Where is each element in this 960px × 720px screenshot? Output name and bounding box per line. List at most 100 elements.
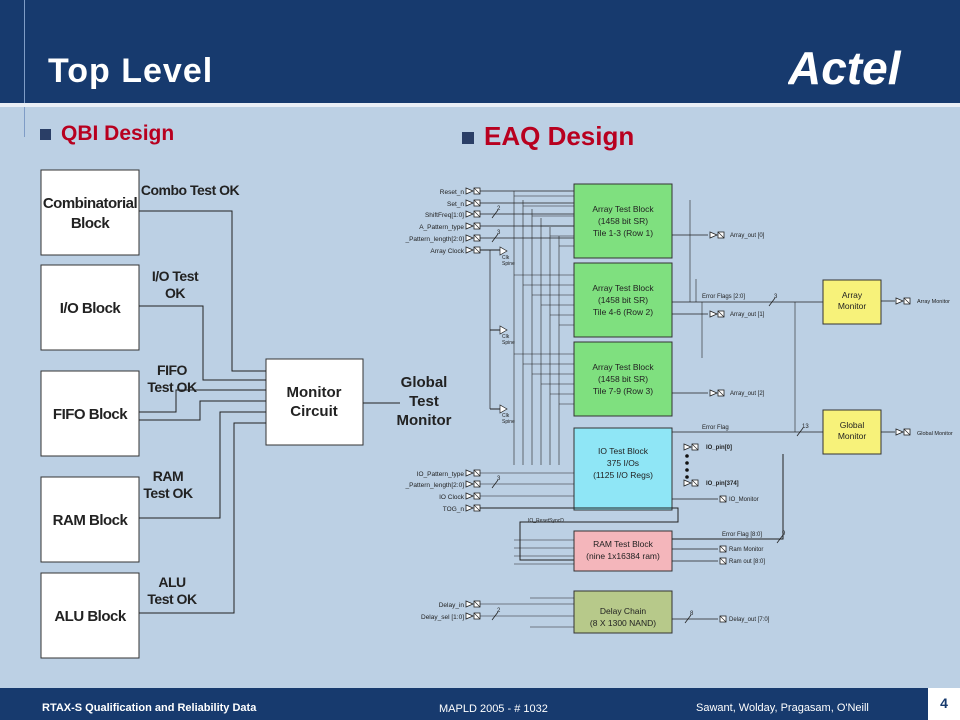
input-buffer (465, 600, 475, 608)
bus-width: 3 (774, 294, 778, 300)
ellipsis-dot (685, 468, 689, 472)
clk-spine-label: Clk (502, 334, 510, 340)
global-test-monitor-label: Test (409, 393, 439, 410)
array-test-block-label: Tile 7-9 (Row 3) (593, 386, 653, 396)
global-test-monitor-label: Monitor (397, 412, 452, 429)
output-buffer (895, 428, 905, 436)
input-buffer (465, 492, 475, 500)
qbi-signal-label: Test OK (143, 485, 193, 501)
delay-chain-label: (8 X 1300 NAND) (590, 618, 656, 628)
delay-out-label: Delay_out [7:0] (729, 617, 770, 623)
logo-text: Actel (788, 42, 902, 92)
io-reset-wire (480, 507, 679, 561)
bus-slash (491, 611, 499, 621)
output-buffer (683, 479, 693, 487)
bus-slash (491, 209, 499, 219)
clk-spine-buffer (499, 404, 508, 414)
ram-test-block (573, 530, 673, 572)
square-bullet-icon (462, 132, 474, 145)
global-monitor-label: Monitor (838, 431, 867, 441)
array-out-label: Array_out [2] (730, 391, 765, 397)
pad-mark (691, 479, 699, 487)
pad-mark (717, 231, 725, 239)
input-buffer (465, 210, 475, 218)
pad-mark (473, 469, 481, 477)
input-label: IO Clock (439, 494, 465, 501)
bus-width: 2 (497, 608, 501, 614)
wire-fifo-a (139, 389, 266, 413)
pad-mark (473, 199, 481, 207)
global-test-monitor-label: Global (401, 374, 448, 391)
left-divider (24, 107, 25, 137)
input-buffer (465, 469, 475, 477)
qbi-signal-label: FIFO (157, 362, 187, 378)
pad-mark (717, 310, 725, 318)
header-bar (0, 0, 960, 103)
input-buffer (465, 480, 475, 488)
input-label: _Pattern_length[2:0] (404, 482, 464, 489)
io-test-block-label: 375 I/Os (607, 458, 639, 468)
input-label: Set_n (447, 201, 464, 208)
pad-mark (719, 495, 727, 503)
array-out-label: Array_out [1] (730, 312, 765, 318)
input-label: Delay_in (439, 602, 465, 609)
monitor-circuit-block (265, 358, 364, 446)
wire-alu (139, 422, 266, 614)
input-buffer (465, 222, 475, 230)
input-buffer (465, 612, 475, 620)
bus-width: 9 (782, 531, 786, 537)
page-number: 4 (928, 688, 960, 720)
output-buffer (895, 297, 905, 305)
pad-mark (473, 492, 481, 500)
array-test-block (573, 183, 673, 259)
footer-right: Sawant, Wolday, Pragasam, O'Neill (696, 702, 869, 714)
bus-width: 13 (802, 424, 809, 430)
monitor-circuit-label: Circuit (290, 403, 338, 420)
array-monitor-out-label: Array Monitor (917, 299, 950, 305)
pad-mark (719, 615, 727, 623)
error-flag-ram-label: Error Flag [8:0] (722, 532, 762, 538)
ellipsis-dot (685, 475, 689, 479)
clk-spine-buffer (499, 246, 508, 256)
section-qbi-label: QBI Design (61, 122, 175, 145)
pad-mark (719, 557, 727, 565)
array-monitor-label: Array (842, 290, 863, 300)
ram-monitor-label: Ram Monitor (729, 547, 763, 553)
output-buffer (709, 310, 719, 318)
qbi-signal-label: Test OK (147, 379, 197, 395)
array-test-block-label: (1458 bit SR) (598, 374, 648, 384)
global-monitor-out-label: Global Monitor (917, 431, 953, 437)
pad-mark (473, 187, 481, 195)
pad-mark (473, 480, 481, 488)
input-label: A_Pattern_type (419, 224, 464, 231)
output-buffer (709, 389, 719, 397)
qbi-signal-label: RAM (153, 468, 183, 484)
clk-spine-label: Clk (502, 255, 510, 261)
section-eaq-label: EAQ Design (484, 121, 635, 151)
bus-slash (776, 534, 784, 544)
clk-spine-label: Spine (502, 419, 515, 425)
error-flags-label: Error Flags [2:0] (702, 294, 745, 300)
output-buffer (683, 443, 693, 451)
page-title: Top Level (48, 52, 214, 90)
wire-io (139, 305, 266, 381)
pad-mark (473, 504, 481, 512)
io-pin-label: IO_pin[374] (706, 481, 739, 487)
pad-mark (473, 222, 481, 230)
io-resetsync-label: IO_ResetSyncD (528, 518, 564, 524)
qbi-block-label: I/O Block (60, 300, 122, 317)
pad-mark (903, 428, 911, 436)
pad-mark (473, 600, 481, 608)
ellipsis-dot (685, 461, 689, 465)
io-pin-label: IO_pin[0] (706, 445, 732, 451)
array-monitor-block (822, 279, 882, 325)
array-test-block-label: Array Test Block (592, 204, 654, 214)
array-monitor-label: Monitor (838, 301, 867, 311)
bus-slash (491, 479, 499, 489)
qbi-block-label: FIFO Block (53, 406, 128, 423)
input-buffer (465, 246, 475, 254)
pad-mark (473, 210, 481, 218)
bus-slash (684, 614, 692, 624)
array-test-block-label: Tile 4-6 (Row 2) (593, 307, 653, 317)
clk-spine-buffer (499, 325, 508, 335)
